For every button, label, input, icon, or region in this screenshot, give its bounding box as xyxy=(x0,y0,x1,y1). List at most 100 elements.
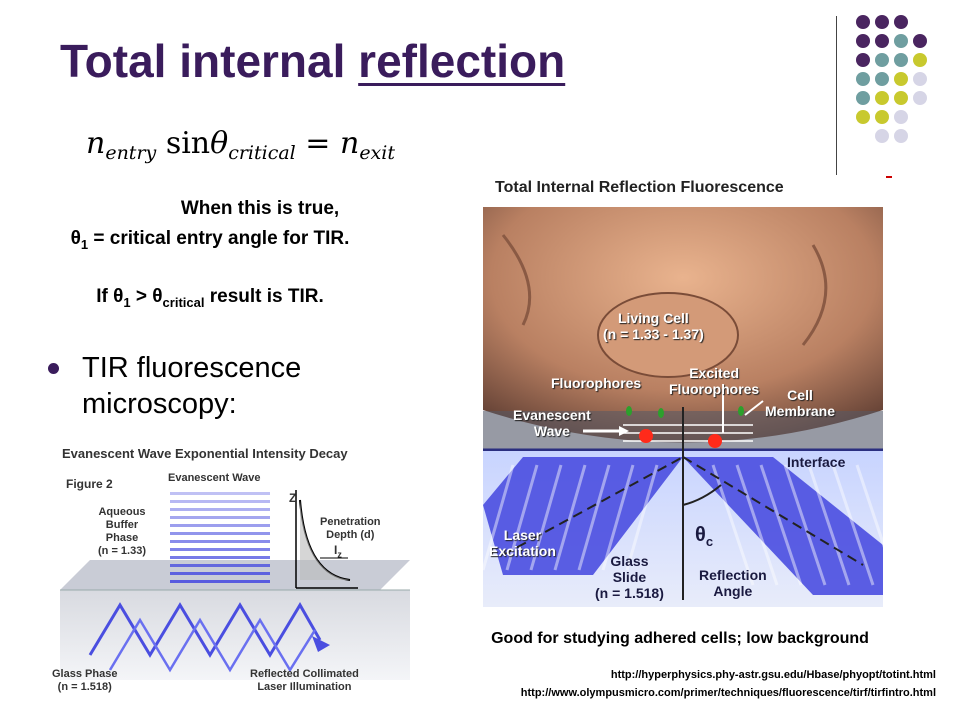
critical-angle-label: θc xyxy=(695,524,714,549)
decorative-dot xyxy=(894,110,908,124)
beam-arrowhead xyxy=(312,636,330,652)
critical-angle-equation: nentry sinθcritical = nexit xyxy=(86,126,395,164)
laser-excitation-beam xyxy=(483,457,683,575)
decorative-dot xyxy=(875,34,889,48)
beam-stripe xyxy=(553,464,587,571)
decorative-dot xyxy=(875,110,889,124)
living-cell-label: Living Cell(n = 1.33 - 1.37) xyxy=(603,310,704,342)
intensity-decay-curve xyxy=(299,499,351,581)
fluorophores-label: Fluorophores xyxy=(551,375,642,391)
beam-stripes xyxy=(483,464,883,586)
beam-stripe xyxy=(831,464,875,586)
decorative-dot xyxy=(875,15,889,29)
beam-stripe xyxy=(483,464,515,571)
beam-stripe xyxy=(625,464,659,571)
decorative-dot xyxy=(913,91,927,105)
condition-line-1: When this is true, xyxy=(180,198,340,219)
slide-title: Total internal reflection xyxy=(60,34,565,88)
figure-2-label: Figure 2 xyxy=(66,477,113,491)
red-dash xyxy=(886,176,892,178)
decorative-dot xyxy=(894,53,908,67)
fluorophore xyxy=(738,406,744,416)
evanescent-wave-bar xyxy=(170,580,270,583)
decorative-dot xyxy=(856,15,870,29)
beam-stripe xyxy=(855,464,883,548)
decorative-dot xyxy=(856,53,870,67)
cell-nucleus xyxy=(597,292,739,378)
iz-label: Iz xyxy=(334,543,342,560)
evanescent-wave-bars xyxy=(170,492,270,583)
beam-stripe xyxy=(505,464,539,571)
decorative-dot xyxy=(894,34,908,48)
decorative-dot-grid xyxy=(856,15,927,143)
z-axis-label: Z xyxy=(289,491,297,505)
decorative-dot xyxy=(856,72,870,86)
evanescent-wave-bar xyxy=(170,564,270,567)
glass-phase-label: Glass Phase(n = 1.518) xyxy=(52,668,118,693)
decorative-dot xyxy=(913,72,927,86)
beam-stripe xyxy=(577,464,611,571)
beam-stripe xyxy=(601,464,635,571)
evanescent-wave-figure: Evanescent Wave Exponential Intensity De… xyxy=(50,440,420,698)
excited-fluorophore-2 xyxy=(708,434,722,448)
condition-line-2: θ1 = critical entry angle for TIR. xyxy=(70,228,350,252)
evanescent-wave-bar xyxy=(170,508,270,511)
evanescent-wave-bar xyxy=(170,532,270,535)
decorative-dot xyxy=(875,72,889,86)
evanescent-wave-bar xyxy=(170,572,270,575)
evanescent-wave-bar xyxy=(170,500,270,503)
decorative-dot xyxy=(875,91,889,105)
title-text: Total internal xyxy=(60,35,359,87)
reflected-beam xyxy=(683,457,883,595)
fluorophore xyxy=(626,406,632,416)
reflected-beam-2 xyxy=(108,617,317,673)
intensity-decay-fill xyxy=(300,500,350,580)
bullet-marker xyxy=(48,363,59,374)
tirf-figure-graphic xyxy=(483,175,883,607)
decorative-dot xyxy=(894,72,908,86)
decorative-dot xyxy=(875,129,889,143)
decorative-dot xyxy=(856,91,870,105)
decorative-dot xyxy=(856,34,870,48)
interface-label: Interface xyxy=(787,454,846,470)
reflected-beam-1 xyxy=(88,602,322,658)
decorative-dot xyxy=(913,53,927,67)
evanescent-wave-bar xyxy=(170,540,270,543)
beam-stripe xyxy=(783,464,827,586)
evanescent-wave-bar xyxy=(170,524,270,527)
evanescent-wave-bar xyxy=(170,516,270,519)
tirf-figure-title: Total Internal Reflection Fluorescence xyxy=(495,179,784,196)
evanescent-wave-bar xyxy=(170,556,270,559)
evanescent-wave-label: Evanescent Wave xyxy=(168,472,261,484)
decorative-dot xyxy=(856,110,870,124)
bullet-text: TIR fluorescence microscopy: xyxy=(82,352,302,420)
beam-stripe xyxy=(529,464,563,571)
decorative-dot xyxy=(894,91,908,105)
source-url-1[interactable]: http://hyperphysics.phy-astr.gsu.edu/Hba… xyxy=(610,669,936,681)
decorative-dot xyxy=(875,53,889,67)
beam-stripe xyxy=(735,464,779,586)
beam-stripe xyxy=(759,464,803,586)
decorative-dot xyxy=(894,129,908,143)
evanescent-figure-title: Evanescent Wave Exponential Intensity De… xyxy=(62,446,348,461)
decorative-dot xyxy=(913,34,927,48)
fluorophore xyxy=(658,408,664,418)
tirf-figure: Total Internal Reflection Fluorescence L… xyxy=(483,175,883,607)
condition-line-3: If θ1 > θcritical result is TIR. xyxy=(96,286,324,310)
source-url-2[interactable]: http://www.olympusmicro.com/primer/techn… xyxy=(520,687,936,699)
title-underlined-word: reflection xyxy=(358,35,566,87)
divider-line xyxy=(836,16,837,178)
figure-caption: Good for studying adhered cells; low bac… xyxy=(491,630,869,647)
beam-stripe xyxy=(807,464,851,586)
excited-fluorophore-1 xyxy=(639,429,653,443)
evanescent-wave-bar xyxy=(170,548,270,551)
